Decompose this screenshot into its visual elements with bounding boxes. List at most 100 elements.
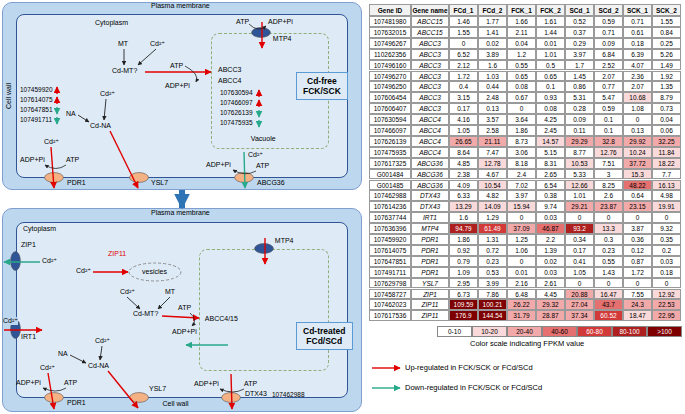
table-cell: ABCG36 <box>411 158 449 169</box>
diagram-label: ATP <box>236 18 249 26</box>
flow-arrow <box>158 297 170 309</box>
table-cell: 0.71 <box>623 16 652 27</box>
table-cell: 12.92 <box>652 289 681 300</box>
table-cell: YSL7 <box>411 278 449 289</box>
table-cell: 8.18 <box>507 158 536 169</box>
flow-arrow <box>145 71 211 72</box>
scale-swatch: 80-100 <box>612 326 647 337</box>
table-cell: 18.47 <box>623 310 652 321</box>
table-cell: 1.05 <box>449 125 478 136</box>
table-cell: 7.02 <box>507 180 536 191</box>
diagram-label: Cd-NA <box>90 122 111 130</box>
table-cell: 8.31 <box>536 158 565 169</box>
table-cell: 107462988 <box>369 190 411 201</box>
table-cell: 32.8 <box>594 136 623 147</box>
table-cell: 0.34 <box>565 234 594 245</box>
table-header: FCK_1 <box>507 4 536 16</box>
table-cell: 107496267 <box>369 38 411 49</box>
diagram-label: ATP <box>244 380 257 388</box>
table-cell: 107637744 <box>369 212 411 223</box>
table-cell: 0.84 <box>652 27 681 38</box>
diagram-label: 107459920 <box>20 86 53 94</box>
table-cell: 15.3 <box>623 169 652 180</box>
table-cell: 2.48 <box>478 92 507 103</box>
table-cell: 29.21 <box>565 201 594 212</box>
table-cell: 1.06 <box>507 245 536 256</box>
node-text: FCK/SCK <box>303 86 341 96</box>
table-cell: 94.79 <box>449 223 478 234</box>
table-cell: 0.67 <box>507 92 536 103</box>
table-cell: 110262356 <box>369 49 411 60</box>
scale-label: >100 <box>648 327 681 337</box>
diagram-label: ATP <box>170 62 183 70</box>
table-cell: 1.6 <box>449 212 478 223</box>
flow-arrow <box>51 147 54 188</box>
table-cell: 37.34 <box>565 310 594 321</box>
table-cell: 0.04 <box>507 38 536 49</box>
table-cell: 0.64 <box>623 190 652 201</box>
table-cell: 2.07 <box>623 81 652 92</box>
table-cell: 0 <box>507 212 536 223</box>
table-cell: 1.77 <box>478 16 507 27</box>
table-cell: 2.38 <box>449 169 478 180</box>
table-cell: 6.39 <box>623 49 652 60</box>
diagram-label: Cd²⁺ <box>76 267 91 275</box>
table-cell: 107606454 <box>369 92 411 103</box>
diagram-label: ADP+Pi <box>16 379 41 387</box>
flow-arrow <box>56 87 57 94</box>
table-cell: 6.54 <box>536 180 565 191</box>
table-cell: 3.06 <box>507 147 536 158</box>
flow-arrow <box>108 371 138 408</box>
table-cell: 8.73 <box>507 136 536 147</box>
table-cell: 3.15 <box>449 92 478 103</box>
node-text: PDR1 <box>67 179 86 187</box>
diagram-label: Cd-MT? <box>112 67 137 75</box>
scale-label: 10-20 <box>473 327 506 337</box>
table-cell: 0 <box>594 212 623 223</box>
flow-arrow <box>258 90 259 97</box>
table-cell: 0.87 <box>623 256 652 267</box>
diagram-label: 107630594 <box>220 89 253 97</box>
node-text: Cd-treated <box>303 326 346 336</box>
table-cell: 21.11 <box>478 136 507 147</box>
flow-arrow <box>372 367 400 368</box>
node-text: Plasma membrane <box>151 209 210 217</box>
table-cell: 0.59 <box>594 103 623 114</box>
table-cell: 7.86 <box>478 289 507 300</box>
scale-label: 40-60 <box>543 327 576 337</box>
table-cell: 0.92 <box>449 245 478 256</box>
oval-outline <box>254 243 274 254</box>
table-cell: 2.36 <box>623 71 652 82</box>
flow-arrow <box>124 49 125 65</box>
diagram-label: MT <box>165 288 175 296</box>
flow-arrow <box>231 374 232 409</box>
table-cell: 4.16 <box>449 114 478 125</box>
table-cell: 0.06 <box>652 125 681 136</box>
diagram-label: 107626139 <box>220 109 253 117</box>
table-cell: 0 <box>449 38 478 49</box>
scale-label: 80-100 <box>613 327 646 337</box>
table-cell: 1.49 <box>652 60 681 71</box>
table-header: SCd_2 <box>594 4 623 16</box>
table-cell: 1.05 <box>565 267 594 278</box>
node-text: MTP4 <box>273 35 292 43</box>
table-cell: 1.41 <box>478 27 507 38</box>
diagram-label: Cd²⁺ <box>42 257 57 265</box>
table-cell: 3.87 <box>623 223 652 234</box>
table-cell: ABCC3 <box>411 71 449 82</box>
table-cell: 6.52 <box>449 49 478 60</box>
table-cell: 0.35 <box>652 234 681 245</box>
flow-arrow <box>186 344 228 345</box>
flow-arrow <box>56 97 57 104</box>
table-cell: 0.36 <box>623 234 652 245</box>
flow-arrow <box>258 100 259 107</box>
table-cell: 7.7 <box>652 169 681 180</box>
table-cell: 0.86 <box>565 81 594 92</box>
table-cell: 26.65 <box>449 136 478 147</box>
table-cell: ABCC4 <box>411 147 449 158</box>
scale-swatch: 10-20 <box>472 326 507 337</box>
table-cell: 7.47 <box>478 147 507 158</box>
table-cell: 0.41 <box>565 256 594 267</box>
table-cell: ABCC3 <box>411 49 449 60</box>
table-cell: 1.29 <box>478 212 507 223</box>
